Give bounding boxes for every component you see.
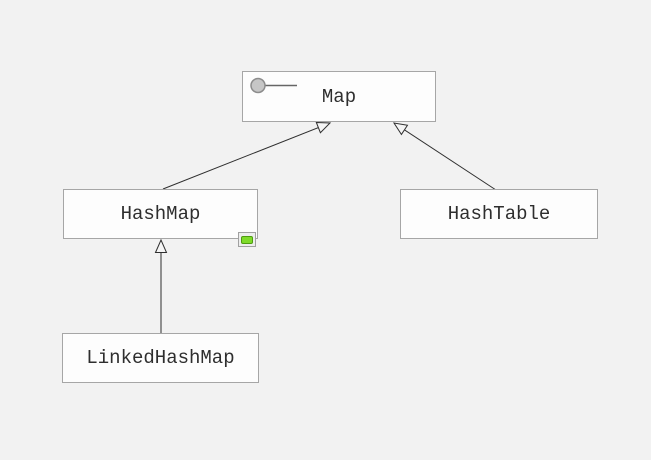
class-node-linkedhashmap[interactable]: LinkedHashMap xyxy=(62,333,259,383)
class-name-hashmap: HashMap xyxy=(120,203,201,225)
edge-hashmap-extends-map[interactable] xyxy=(162,121,332,190)
interface-lollipop-icon xyxy=(250,77,297,94)
class-name-linkedhashmap: LinkedHashMap xyxy=(86,347,235,369)
edge-hashtable-extends-map[interactable] xyxy=(392,122,497,191)
class-name-map: Map xyxy=(321,85,357,108)
class-node-hashmap[interactable]: HashMap xyxy=(63,189,258,247)
class-node-hashtable[interactable]: HashTable xyxy=(400,189,598,239)
collapse-badge-icon[interactable] xyxy=(238,232,256,247)
class-name-hashtable: HashTable xyxy=(447,203,551,225)
class-node-map[interactable]: Map xyxy=(242,71,436,122)
collapse-badge-green-bar xyxy=(241,236,253,244)
